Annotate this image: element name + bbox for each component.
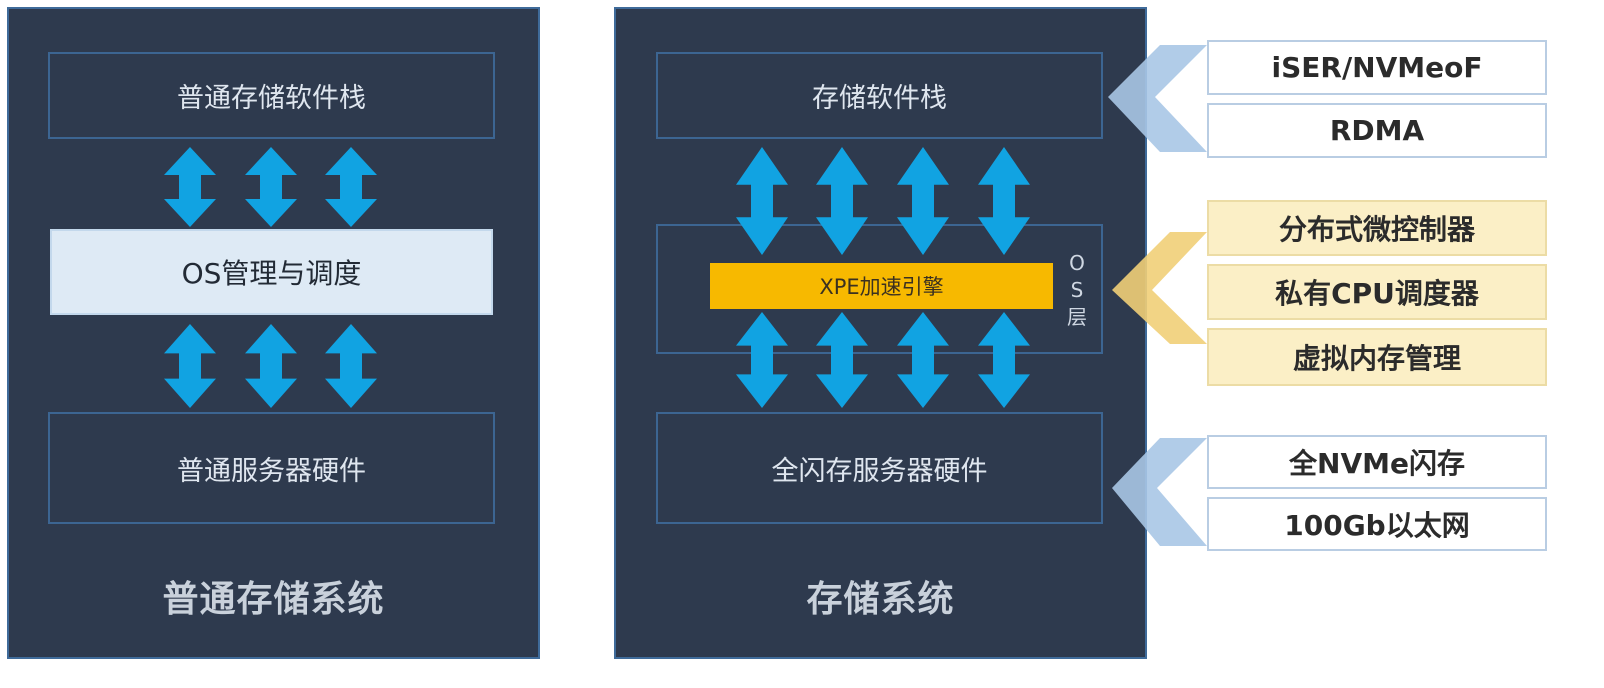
right-upper-arrow-3 <box>897 147 949 255</box>
right-server-hardware-layer: 全闪存服务器硬件 <box>656 412 1103 524</box>
right-lower-arrow-2 <box>816 312 868 408</box>
feature-private-cpu-scheduler: 私有CPU调度器 <box>1207 264 1547 320</box>
left-lower-arrow-1 <box>164 324 216 408</box>
right-upper-arrow-1 <box>736 147 788 255</box>
right-software-stack-layer: 存储软件栈 <box>656 52 1103 139</box>
right-upper-arrow-4 <box>978 147 1030 255</box>
feature-virtual-memory-management: 虚拟内存管理 <box>1207 328 1547 386</box>
left-lower-arrow-2 <box>245 324 297 408</box>
left-os-management-layer: OS管理与调度 <box>50 229 493 315</box>
feature-all-nvme-flash: 全NVMe闪存 <box>1207 435 1547 489</box>
left-system-title: 普通存储系统 <box>162 579 385 620</box>
os-bracket <box>1112 232 1207 344</box>
feature-rdma: RDMA <box>1207 103 1547 158</box>
left-software-stack-layer: 普通存储软件栈 <box>48 52 495 139</box>
feature-100gb-ethernet: 100Gb以太网 <box>1207 497 1547 551</box>
right-system-title: 存储系统 <box>806 579 955 620</box>
right-system-panel <box>614 7 1147 659</box>
feature-distributed-microcontroller: 分布式微控制器 <box>1207 200 1547 256</box>
left-server-hardware-layer: 普通服务器硬件 <box>48 412 495 524</box>
left-upper-arrow-2 <box>245 147 297 227</box>
right-lower-arrow-1 <box>736 312 788 408</box>
right-lower-arrow-3 <box>897 312 949 408</box>
left-upper-arrow-3 <box>325 147 377 227</box>
left-upper-arrow-1 <box>164 147 216 227</box>
right-upper-arrow-2 <box>816 147 868 255</box>
right-lower-arrow-4 <box>978 312 1030 408</box>
software-bracket <box>1108 45 1207 152</box>
left-lower-arrow-3 <box>325 324 377 408</box>
os-layer-box <box>656 224 1103 354</box>
hardware-bracket <box>1112 438 1207 546</box>
feature-iser-nvmeof: iSER/NVMeoF <box>1207 40 1547 95</box>
xpe-engine-bar: XPE加速引擎 <box>710 263 1053 309</box>
